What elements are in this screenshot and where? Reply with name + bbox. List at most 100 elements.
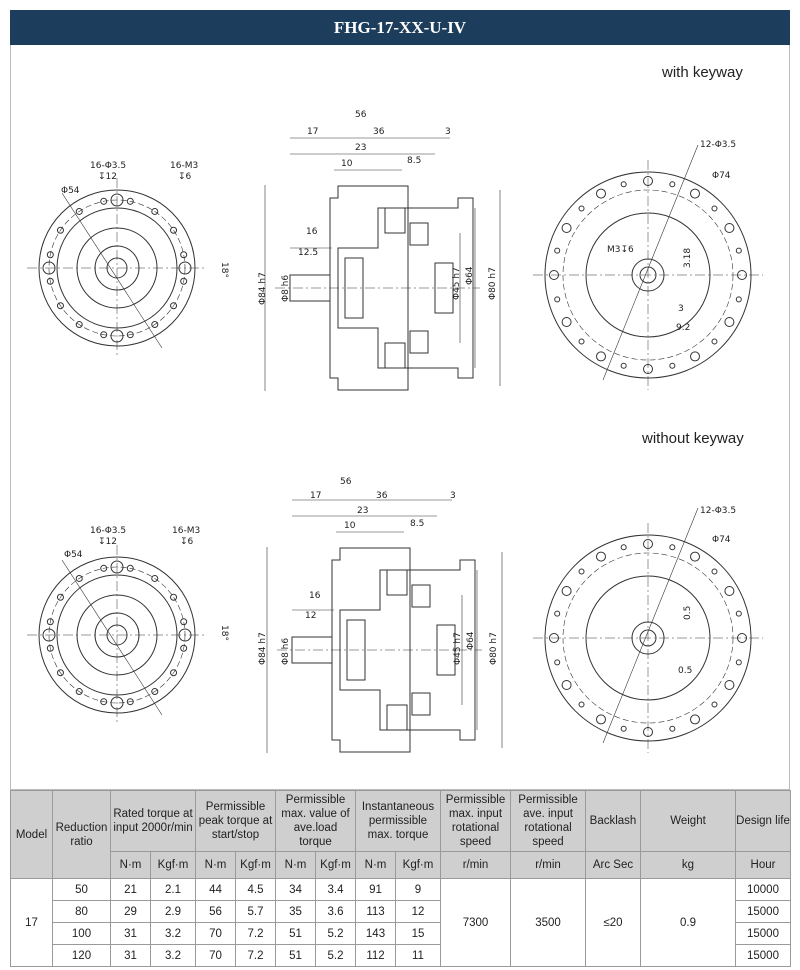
pin-hole — [735, 659, 742, 666]
bearing — [384, 207, 406, 234]
dim-phi84: Φ84 h7 — [258, 272, 268, 305]
bolt-hole — [151, 688, 159, 696]
bolt-hole — [180, 277, 188, 285]
pin-hole — [735, 610, 742, 617]
table-cell: 2.9 — [150, 900, 196, 923]
bearing — [434, 262, 454, 314]
table-cell: 5.2 — [315, 944, 356, 967]
unit: N·m — [355, 851, 396, 879]
angle-18: 18° — [219, 625, 229, 641]
bolt-hole — [46, 618, 54, 626]
pin-hole — [554, 296, 561, 303]
table-cell: 21 — [110, 878, 151, 901]
bearing — [386, 569, 408, 596]
dim-0-5-a: 0.5 — [683, 606, 693, 620]
table-cell: 70 — [195, 922, 236, 945]
dim-36: 36 — [373, 127, 385, 137]
bearing — [346, 619, 366, 681]
holes-label: 16-Φ3.5 — [90, 526, 126, 536]
ave-speed-cell: 3500 — [510, 878, 586, 967]
dim-56: 56 — [340, 477, 352, 487]
bolt-hole — [690, 551, 700, 562]
bolt-hole — [596, 351, 606, 362]
pin-hole — [669, 362, 676, 369]
drawing-line — [602, 144, 699, 381]
unit: r/min — [440, 851, 511, 879]
bolt-hole — [170, 593, 178, 601]
table-cell: 50 — [52, 878, 111, 901]
pin-hole — [735, 296, 742, 303]
caption-without-keyway: without keyway — [642, 430, 744, 447]
table-cell: 31 — [110, 922, 151, 945]
bolt-hole — [724, 317, 735, 327]
thread-label: 16-M3 — [170, 161, 198, 171]
dim-16: 16 — [309, 591, 321, 601]
pin-hole — [735, 247, 742, 254]
pin-hole — [554, 610, 561, 617]
bolt-hole — [724, 223, 735, 233]
bolt-hole — [151, 321, 159, 329]
table-cell: 15 — [395, 922, 441, 945]
bolt-hole — [126, 331, 134, 339]
dim-phi54: Φ54 — [64, 550, 83, 560]
table-cell: 3.2 — [150, 922, 196, 945]
keyway-thread: M3↧6 — [607, 245, 634, 255]
design-life-cell: 15000 — [735, 944, 791, 967]
pin-hole — [711, 701, 718, 708]
design-life-cell: 10000 — [735, 878, 791, 901]
dim-56: 56 — [355, 110, 367, 120]
bolt-hole — [151, 207, 159, 215]
table-cell: 112 — [355, 944, 396, 967]
bolt-hole — [126, 197, 134, 205]
bolt-hole — [724, 586, 735, 596]
table-cell: 44 — [195, 878, 236, 901]
bearing — [344, 257, 364, 319]
dim-phi80: Φ80 h7 — [489, 632, 499, 665]
technical-drawing: 56 17 36 3 23 10 8.5 16 12.5 Φ8 h6 Φ84 h… — [27, 110, 763, 753]
dim-phi64: Φ64 — [465, 266, 475, 285]
table-cell: 91 — [355, 878, 396, 901]
dim-phi74: Φ74 — [712, 535, 731, 545]
dim-3-18: 3.18 — [683, 248, 693, 268]
table-cell: 5.7 — [235, 900, 276, 923]
table-cell: 34 — [275, 878, 316, 901]
drawing-line — [61, 559, 163, 716]
dim-8-5: 8.5 — [407, 156, 421, 166]
bolt-hole — [56, 302, 64, 310]
bolt-hole — [75, 207, 83, 215]
dim-phi80: Φ80 h7 — [488, 267, 498, 300]
thread-depth: ↧6 — [178, 172, 192, 182]
pin-hole — [620, 181, 627, 188]
pin-hole — [578, 701, 585, 708]
pin-hole — [554, 659, 561, 666]
header-max-input-speed: Permissible max. input rotational speed — [440, 790, 511, 852]
dim-3: 3 — [678, 304, 684, 314]
dim-phi45: Φ45 h7 — [452, 267, 462, 300]
bolt-hole — [690, 188, 700, 199]
dim-16: 16 — [306, 227, 318, 237]
bolt-hole — [75, 321, 83, 329]
table-cell: 4.5 — [235, 878, 276, 901]
dim-23: 23 — [355, 143, 366, 153]
bottom-dimensions: 56 17 36 3 23 10 8.5 16 12 Φ8 h6 Φ84 h7 … — [64, 477, 736, 676]
header-backlash: Backlash — [585, 790, 641, 852]
header-instant-torque: Instantaneous permissible max. torque — [355, 790, 441, 852]
header-peak-torque: Permissible peak torque at start/stop — [195, 790, 276, 852]
pin-hole — [711, 338, 718, 345]
bearing — [386, 704, 408, 731]
table-cell: 31 — [110, 944, 151, 967]
bolt-hole — [126, 698, 134, 706]
right-holes-label: 12-Φ3.5 — [700, 140, 736, 150]
bolt-hole — [75, 688, 83, 696]
bearing — [436, 624, 456, 676]
header-rated-torque: Rated torque at input 2000r/min — [110, 790, 196, 852]
table-cell: 120 — [52, 944, 111, 967]
bolt-hole — [724, 680, 735, 690]
pin-hole — [578, 568, 585, 575]
unit: Kgf·m — [315, 851, 356, 879]
unit: Kgf·m — [150, 851, 196, 879]
dim-12-5: 12.5 — [298, 248, 318, 258]
bearing — [409, 222, 429, 246]
table-cell: 80 — [52, 900, 111, 923]
